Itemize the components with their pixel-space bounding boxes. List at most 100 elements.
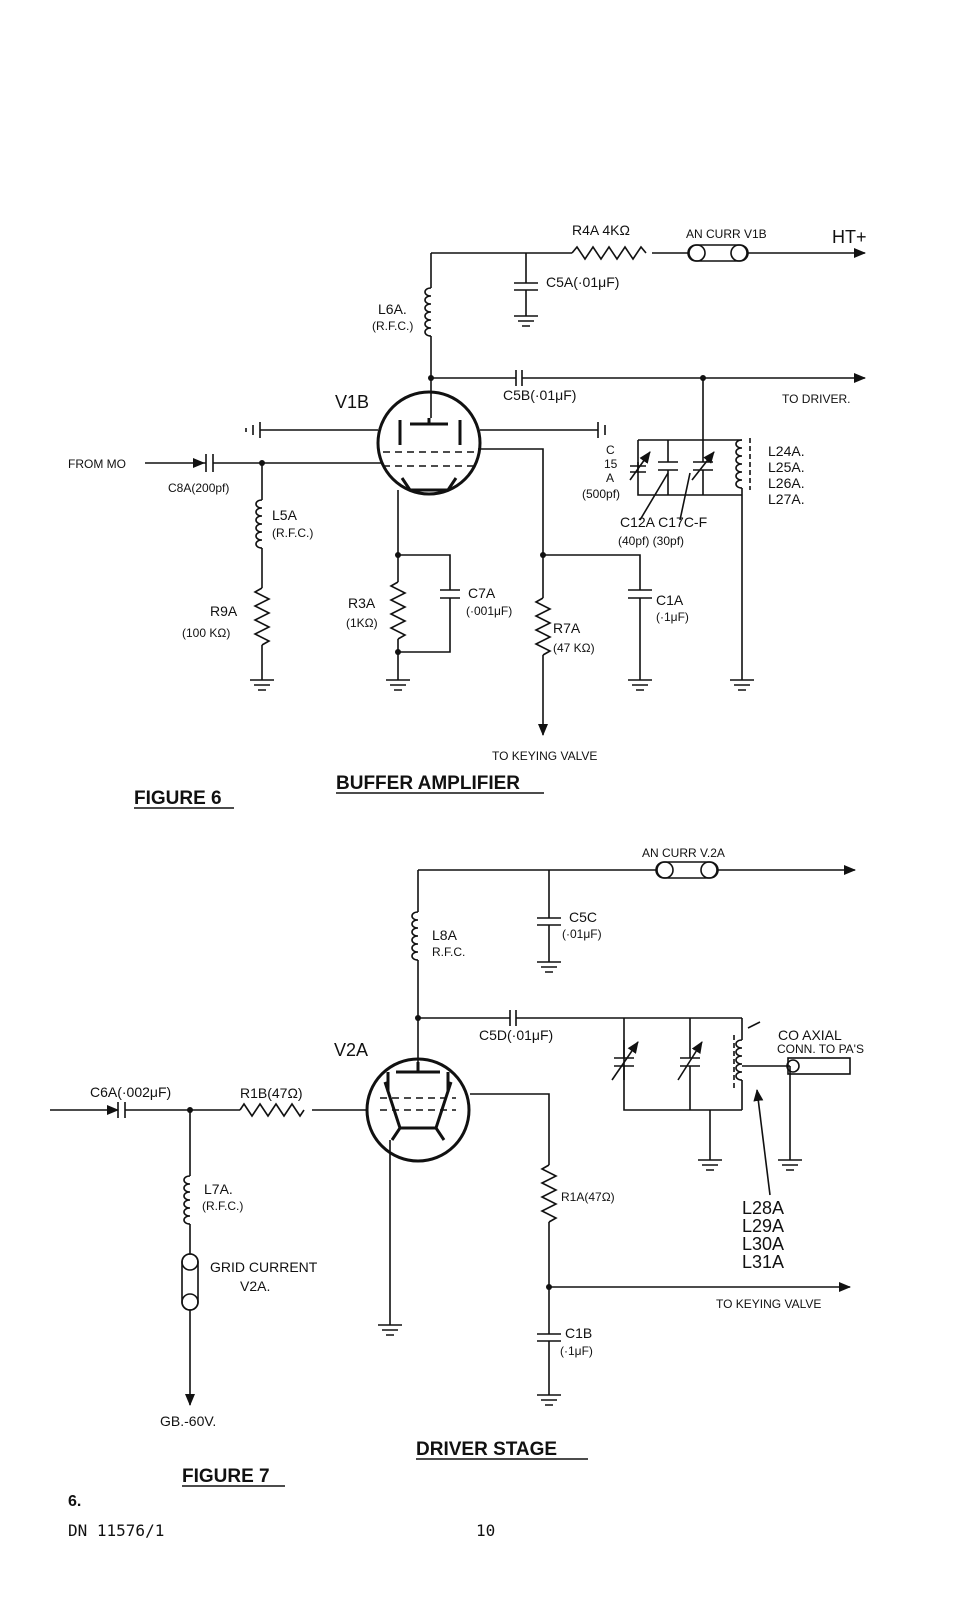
section-number: 6.	[68, 1493, 81, 1510]
r9a-value-label: (100 KΩ)	[182, 626, 230, 640]
conn-to-pas-label: CONN. TO PA'S	[777, 1042, 864, 1056]
to-keying-valve-label: TO KEYING VALVE	[492, 749, 597, 763]
coaxial-label: CO AXIAL	[778, 1027, 842, 1043]
l8a-label: L8A	[432, 927, 458, 943]
screen-line-right	[480, 422, 606, 438]
tank-capacitor-2	[680, 1018, 700, 1110]
c1b-capacitor	[537, 1333, 561, 1406]
tank-ground	[730, 488, 754, 691]
driver-stage-title: DRIVER STAGE	[416, 1439, 557, 1460]
tank-capacitor-1	[614, 1040, 634, 1080]
l29a-label: L29A	[742, 1216, 784, 1236]
tank-ground	[698, 1080, 743, 1171]
meter-jack	[730, 244, 748, 262]
c15a-value-label: (500pf)	[582, 487, 620, 501]
r3a-resistor	[389, 581, 407, 640]
page-number: 10	[476, 1521, 495, 1540]
l25a-label: L25A.	[768, 459, 805, 475]
c1a-label: C1A	[656, 592, 684, 608]
screen-feed-wire	[470, 1093, 550, 1165]
an-curr-v2a-label: AN CURR V.2A	[642, 846, 725, 860]
c7a-value-label: (·001μF)	[466, 604, 512, 618]
v2a-cathode	[383, 1081, 453, 1130]
l5a-rfc-label: (R.F.C.)	[272, 526, 313, 540]
l8a-choke	[411, 911, 419, 961]
c7a-capacitor	[398, 554, 460, 653]
l24a-label: L24A.	[768, 443, 805, 459]
gb-label: GB.-60V.	[160, 1413, 216, 1429]
c5c-label: C5C	[569, 909, 597, 925]
l27a-label: L27A.	[768, 491, 805, 507]
c15a-capacitor	[630, 465, 646, 473]
figure-7-driver-stage: AN CURR V.2A C5C (·01μF) L8A R.F.C. C5D(…	[50, 846, 864, 1487]
c5d-label: C5D(·01μF)	[479, 1027, 553, 1043]
meter-jack	[700, 861, 718, 879]
v1b-anode	[410, 418, 448, 426]
c6a-capacitor	[117, 1102, 240, 1118]
variable-arrow	[611, 1041, 639, 1081]
figure-6-buffer-amplifier: R4A 4KΩ AN CURR V1B HT+ C5A(·01μF) L6A. …	[68, 222, 867, 809]
figure-6-label: FIGURE 6	[134, 788, 222, 809]
l28a-leader-arrow	[753, 1089, 771, 1196]
r3a-value-label: (1KΩ)	[346, 616, 378, 630]
l24a-l27a-inductor	[735, 439, 743, 489]
variable-arrow	[677, 1041, 703, 1081]
ground-symbol	[250, 645, 274, 691]
cathode-ground	[378, 1140, 402, 1336]
c15a-variable-arrow	[629, 451, 651, 481]
leader-lines	[639, 472, 691, 521]
r9a-label: R9A	[210, 603, 238, 619]
r3a-label: R3A	[348, 595, 376, 611]
meter-jack	[181, 1253, 199, 1271]
ground-symbol	[386, 639, 410, 691]
ground-symbol	[514, 315, 538, 327]
c12a-c17c-value-label: (40pf) (30pf)	[618, 534, 684, 548]
grid-current-label: GRID CURRENT	[210, 1259, 318, 1275]
to-driver-label: TO DRIVER.	[782, 392, 850, 406]
c1a-value-label: (·1μF)	[656, 610, 689, 624]
v2a-heater	[390, 1127, 446, 1141]
figure-7-label: FIGURE 7	[182, 1466, 270, 1487]
c15a-label-15: 15	[604, 457, 618, 471]
l5a-label: L5A	[272, 507, 298, 523]
r7a-label: R7A	[553, 620, 581, 636]
r1a-resistor	[540, 1164, 558, 1223]
v2a-anode	[396, 1062, 440, 1074]
grid-current-meter	[181, 1253, 199, 1311]
tuning-slug	[747, 1021, 761, 1029]
l6a-choke	[424, 287, 432, 337]
c1b-label: C1B	[565, 1325, 592, 1341]
c12a-c17c-label: C12A C17C-F	[620, 514, 707, 530]
tank-bus	[623, 1018, 742, 1111]
to-keying-valve-label: TO KEYING VALVE	[716, 1297, 821, 1311]
r1b-resistor	[239, 1102, 305, 1118]
coaxial-connector	[787, 1057, 851, 1075]
meter-jack	[656, 861, 674, 879]
r9a-resistor	[253, 587, 271, 646]
c17c-capacitor	[693, 440, 713, 495]
v2a-label: V2A	[334, 1040, 368, 1060]
tank-bus	[637, 378, 742, 496]
buffer-amplifier-title: BUFFER AMPLIFIER	[336, 773, 520, 794]
r4a-resistor	[571, 245, 647, 261]
c6a-label: C6A(·002μF)	[90, 1084, 171, 1100]
an-curr-v1b-meter	[687, 244, 749, 262]
c7a-label: C7A	[468, 585, 496, 601]
l6a-rfc-label: (R.F.C.)	[372, 319, 413, 333]
c5b-label: C5B(·01μF)	[503, 387, 576, 403]
r4a-label: R4A 4KΩ	[572, 222, 630, 238]
l28a-label: L28A	[742, 1198, 784, 1218]
junction	[428, 375, 434, 381]
junction	[540, 552, 546, 558]
c1a-capacitor	[543, 554, 652, 691]
page-footer: 6. DN 11576/1 10	[68, 1493, 495, 1540]
v1b-beam-plates	[398, 420, 462, 445]
v1b-cathode	[400, 477, 458, 492]
v1b-valve-envelope	[376, 390, 482, 496]
l28a-l31a-inductor	[735, 1039, 743, 1081]
l8a-rfc-label: R.F.C.	[432, 945, 465, 959]
c5a-capacitor	[514, 253, 538, 316]
r1a-label: R1A(47Ω)	[561, 1190, 615, 1204]
c8a-label: C8A(200pf)	[168, 481, 229, 495]
